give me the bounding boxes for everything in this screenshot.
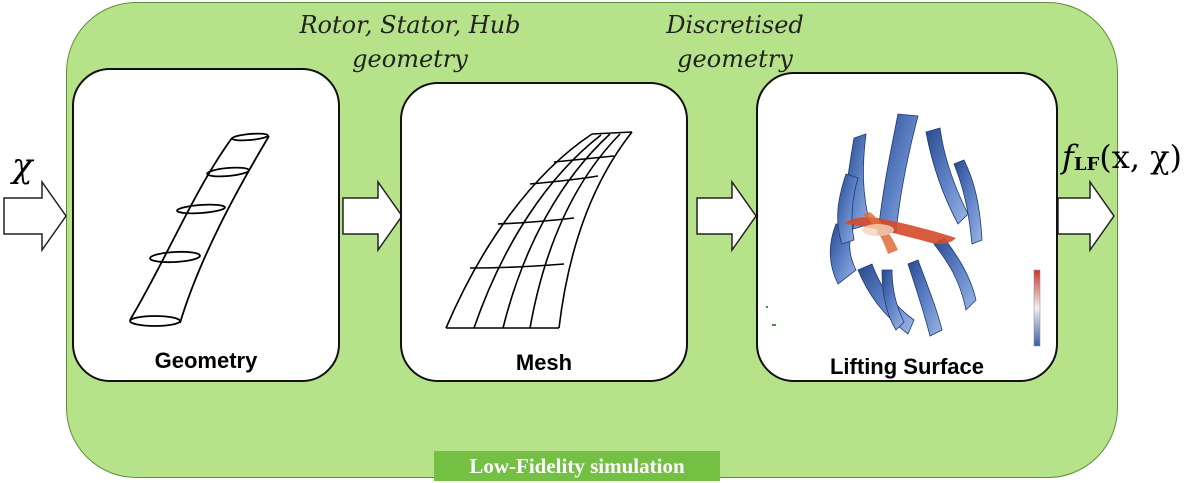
mesh-label: Mesh <box>515 350 573 375</box>
caption-line-2: geometry <box>677 45 793 73</box>
caption-line-1: Discretised <box>666 11 804 39</box>
discretised-geometry-caption: Discretised geometry <box>655 8 815 76</box>
rotor-render-icon <box>766 113 1041 347</box>
color-scale-bar <box>1033 269 1041 347</box>
output-args: (x, χ) <box>1099 138 1183 176</box>
lifting-surface-label: Lifting Surface <box>829 354 984 379</box>
geometry-box: Geometry <box>72 68 340 382</box>
arrow-mesh-to-lifting <box>696 179 757 253</box>
output-function: fLF(x, χ) <box>1062 138 1182 176</box>
lifting-surface-box: Lifting Surface <box>756 72 1058 382</box>
low-fidelity-simulation-badge: Low-Fidelity simulation <box>434 451 720 481</box>
rotor-stator-hub-caption: Rotor, Stator, Hub geometry <box>270 8 550 76</box>
pressure-hotspot <box>844 212 956 254</box>
caption-line-1: Rotor, Stator, Hub <box>299 11 521 39</box>
mesh-grid-icon <box>445 131 633 329</box>
blade-outline-icon <box>129 132 270 327</box>
output-subscript: LF <box>1073 154 1100 175</box>
output-f: f <box>1062 138 1074 176</box>
input-arrow <box>3 179 67 253</box>
geometry-label: Geometry <box>154 348 258 373</box>
output-arrow <box>1057 179 1115 253</box>
arrow-geometry-to-mesh <box>342 179 403 253</box>
mesh-box: Mesh <box>400 82 688 382</box>
input-symbol: χ <box>12 146 33 186</box>
axis-triad-icon <box>766 306 776 326</box>
caption-line-2: geometry <box>352 45 468 73</box>
